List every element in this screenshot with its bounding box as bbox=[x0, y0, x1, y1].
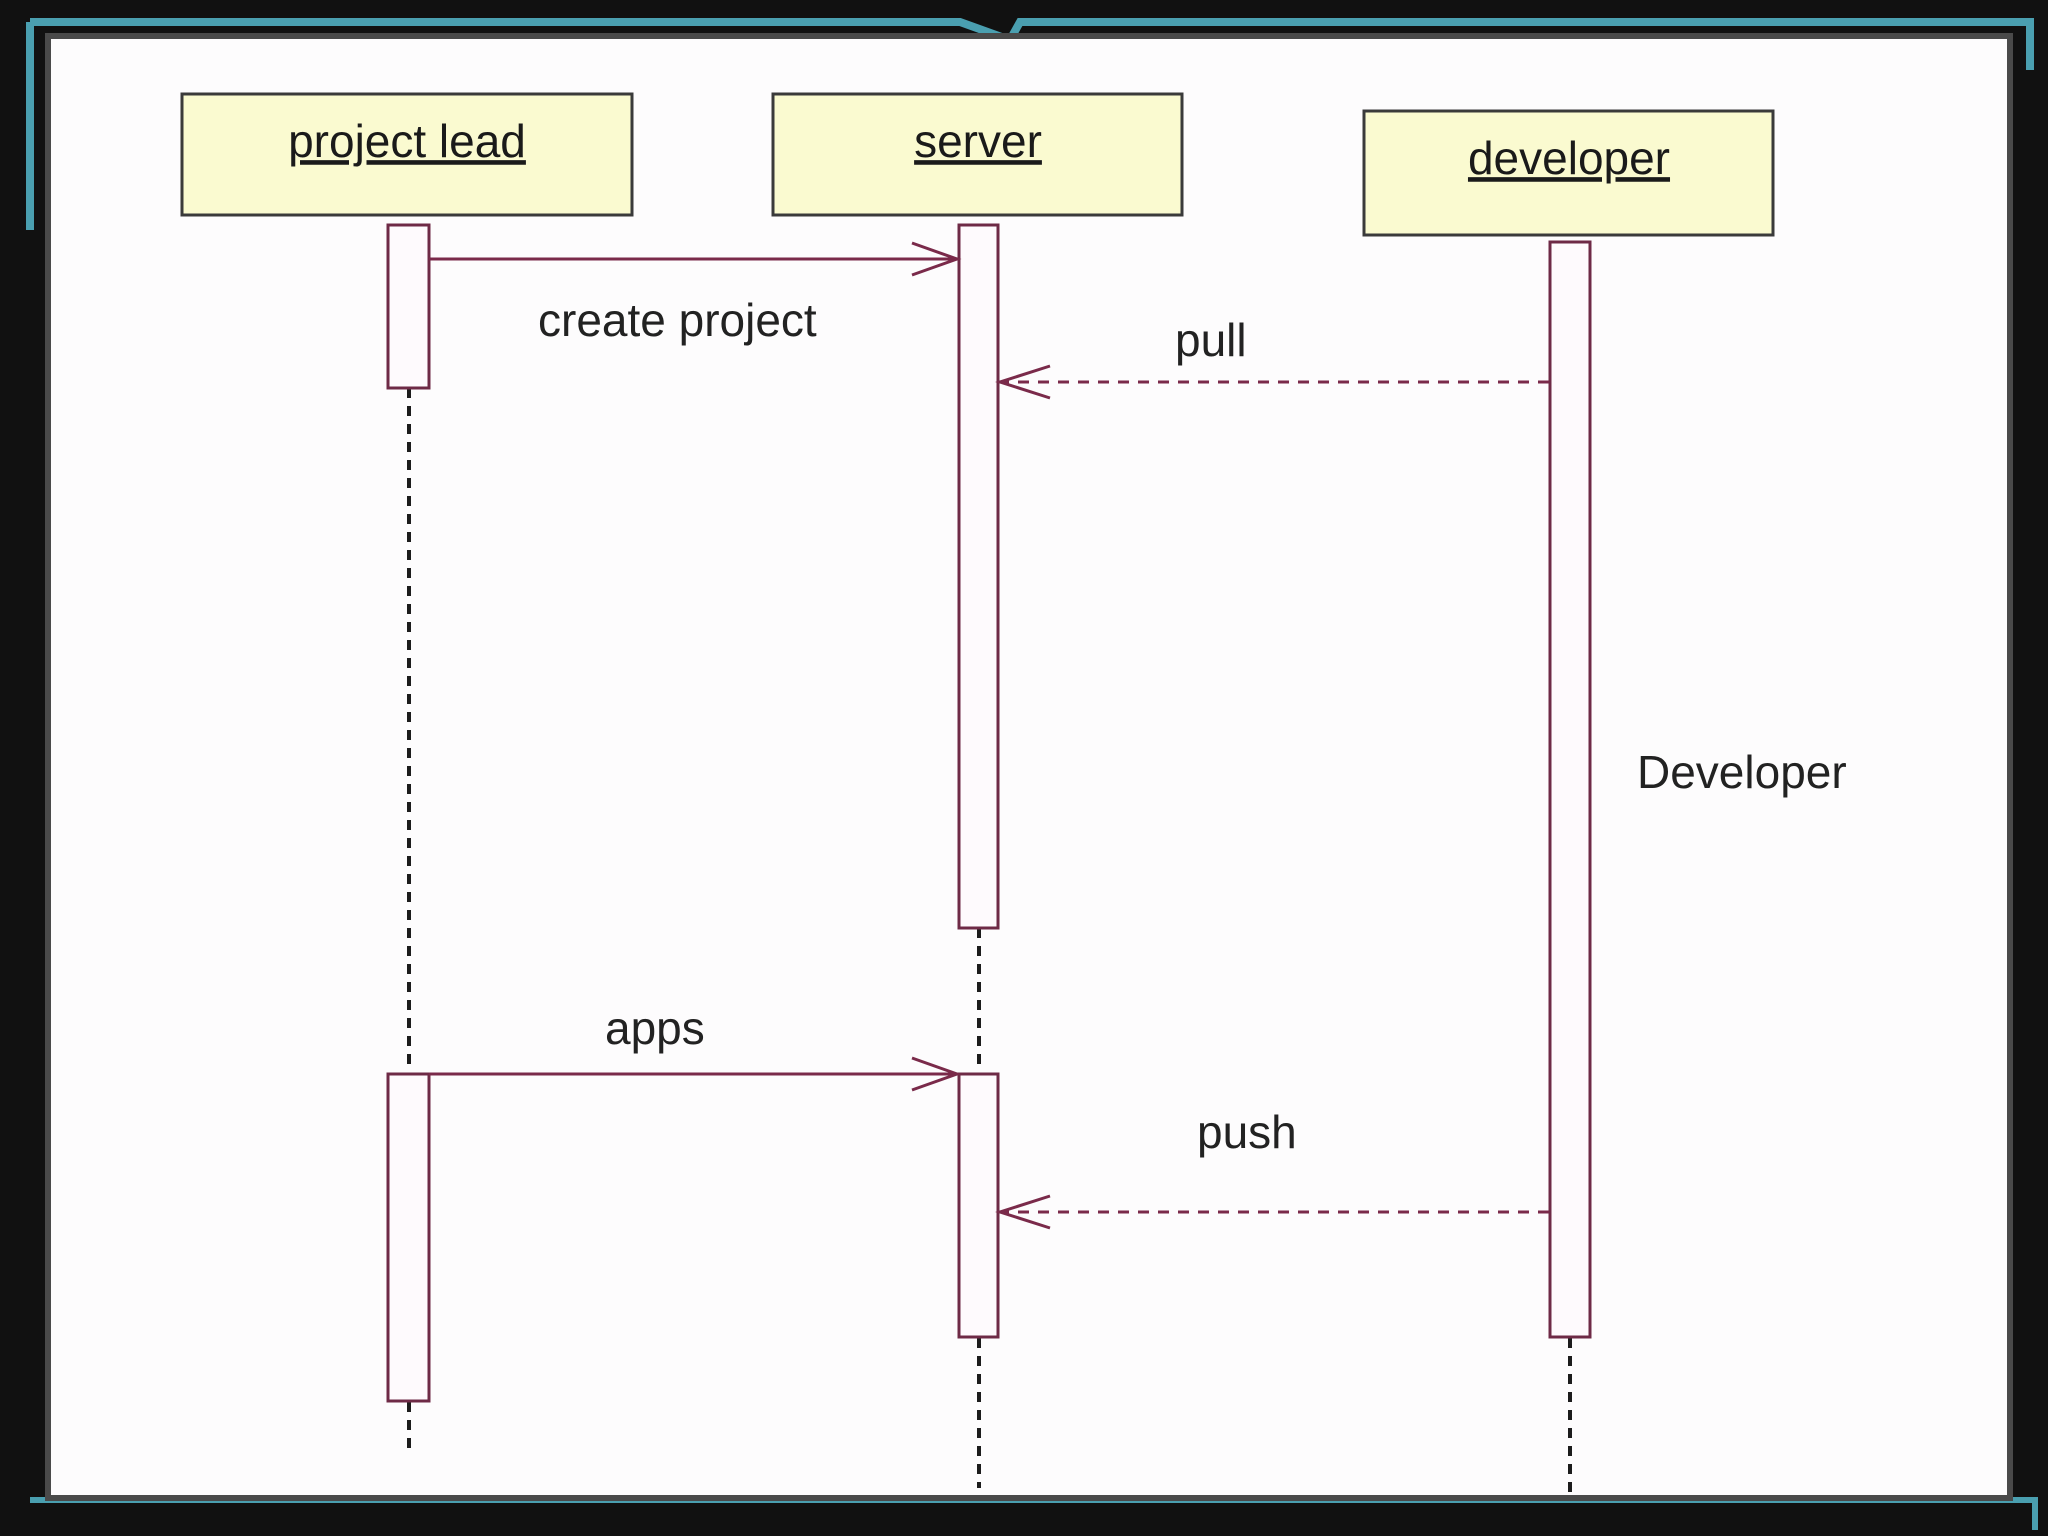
lifeline-box bbox=[180, 92, 634, 217]
message-create-project bbox=[429, 241, 962, 277]
open-arrowhead-icon bbox=[995, 1194, 1051, 1230]
message-push bbox=[995, 1194, 1549, 1230]
diagram-canvas bbox=[45, 33, 2013, 1501]
lifeline-label: developer bbox=[1468, 132, 1670, 184]
message-label-apps: apps bbox=[605, 1002, 705, 1054]
message-label-create-project: create project bbox=[538, 294, 817, 346]
lifeline-server: server bbox=[771, 92, 1184, 217]
open-arrowhead-icon bbox=[911, 241, 962, 277]
open-arrowhead-icon bbox=[995, 364, 1051, 400]
lifeline-label: project lead bbox=[288, 115, 526, 167]
message-label-push: push bbox=[1197, 1106, 1297, 1158]
message-pull bbox=[995, 364, 1549, 400]
activation-server-1 bbox=[957, 223, 1000, 930]
activation-server-2 bbox=[957, 1072, 1000, 1339]
lifeline-developer: developer bbox=[1362, 109, 1775, 237]
note-label-developer: Developer bbox=[1637, 746, 1847, 798]
activation-bars bbox=[386, 223, 1592, 1403]
dashed-lifelines bbox=[407, 388, 1572, 1492]
lifeline-project-lead: project lead bbox=[180, 92, 634, 217]
message-label-pull: pull bbox=[1175, 314, 1247, 366]
lifeline-box bbox=[1362, 109, 1775, 237]
lifeline-label: server bbox=[914, 115, 1042, 167]
activation-project-lead-2 bbox=[386, 1072, 431, 1403]
activation-project-lead-1 bbox=[386, 223, 431, 390]
open-arrowhead-icon bbox=[911, 1056, 962, 1092]
message-apps bbox=[429, 1056, 962, 1092]
lifeline-box bbox=[771, 92, 1184, 217]
activation-developer bbox=[1548, 240, 1592, 1339]
